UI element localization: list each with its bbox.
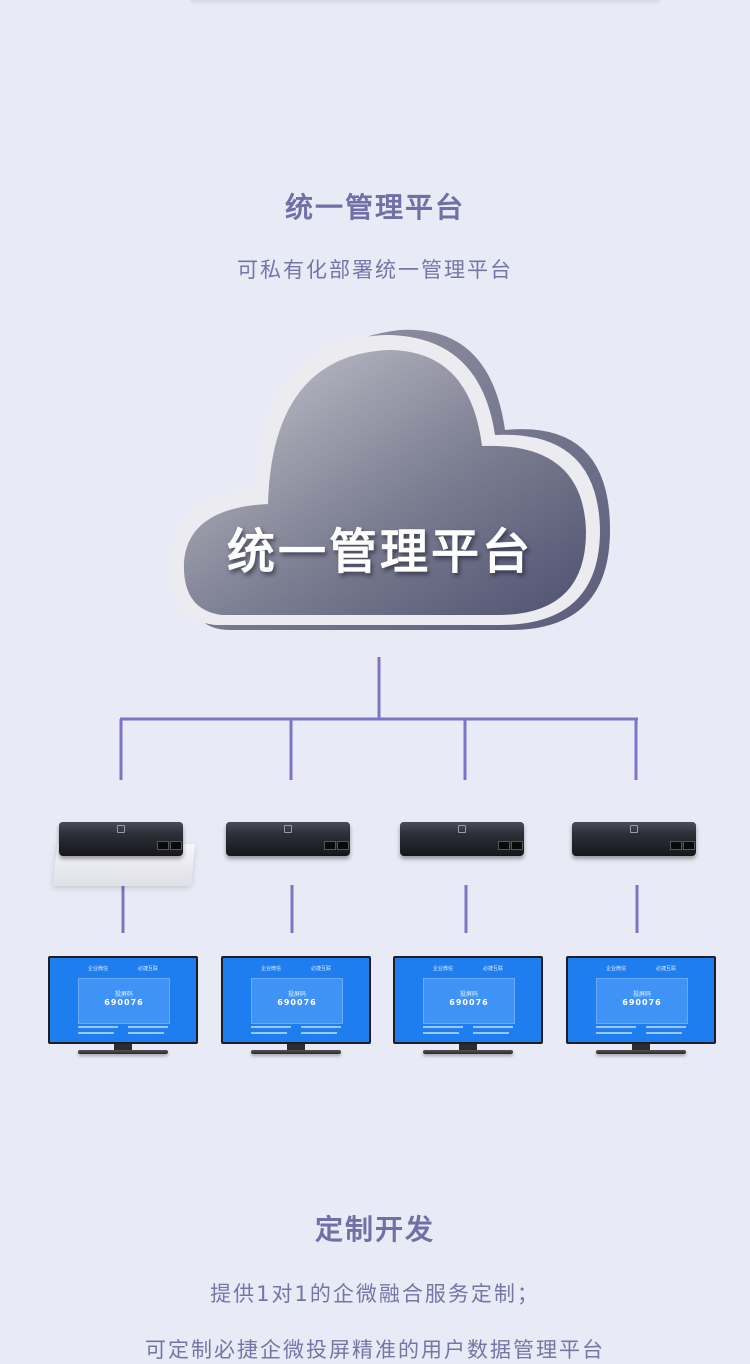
tv-brand-left: 企业微信	[88, 966, 109, 972]
cloud-graphic: 统一管理平台	[160, 320, 620, 640]
set-top-box-4	[568, 822, 708, 882]
tv-screen: 企业微信 必捷互联 投屏码 690076	[50, 958, 196, 1042]
tv-display-3: 企业微信 必捷互联 投屏码 690076	[393, 956, 543, 1058]
section-title-platform: 统一管理平台	[284, 191, 465, 224]
cloud-icon	[169, 329, 610, 630]
set-top-box-icon	[226, 822, 350, 856]
tv-screen-title: 投屏码	[114, 991, 133, 998]
set-top-box-3	[396, 822, 536, 882]
tv-screen-code: 690076	[622, 998, 662, 1007]
set-top-box-2	[222, 822, 362, 882]
tv-screen-code: 690076	[104, 998, 144, 1007]
set-top-box-1	[52, 822, 196, 886]
section-title-custom: 定制开发	[314, 1213, 435, 1246]
tv-brand-left: 企业微信	[433, 966, 454, 972]
tv-brand-left: 企业微信	[606, 966, 627, 972]
tv-brand-right: 必捷互联	[138, 966, 159, 972]
tv-stand	[423, 1050, 513, 1054]
section-subtitle-platform: 可私有化部署统一管理平台	[237, 258, 513, 282]
tv-brand-left: 企业微信	[261, 966, 282, 972]
set-top-box-icon	[400, 822, 524, 856]
connector-tree	[119, 657, 639, 933]
tv-screen-code: 690076	[277, 998, 317, 1007]
tv-screen: 企业微信 必捷互联 投屏码 690076	[395, 958, 541, 1042]
set-top-box-icon	[59, 822, 183, 856]
tv-screen-title: 投屏码	[632, 991, 651, 998]
tv-stand	[596, 1050, 686, 1054]
tv-brand-right: 必捷互联	[656, 966, 677, 972]
tv-screen-title: 投屏码	[459, 991, 478, 998]
top-card-shadow	[190, 0, 660, 6]
tv-display-1: 企业微信 必捷互联 投屏码 690076	[48, 956, 198, 1058]
tv-brand-right: 必捷互联	[311, 966, 332, 972]
tv-brand-right: 必捷互联	[483, 966, 504, 972]
tv-screen-code: 690076	[449, 998, 489, 1007]
tv-screen: 企业微信 必捷互联 投屏码 690076	[223, 958, 369, 1042]
cloud-label: 统一管理平台	[226, 524, 533, 580]
section-custom-line2: 可定制必捷企微投屏精准的用户数据管理平台	[145, 1338, 605, 1362]
tv-display-2: 企业微信 必捷互联 投屏码 690076	[221, 956, 371, 1058]
tv-stand	[251, 1050, 341, 1054]
tv-stand	[78, 1050, 168, 1054]
set-top-box-icon	[572, 822, 696, 856]
tv-display-4: 企业微信 必捷互联 投屏码 690076	[566, 956, 716, 1058]
section-custom-line1: 提供1对1的企微融合服务定制；	[210, 1282, 540, 1306]
tv-screen: 企业微信 必捷互联 投屏码 690076	[568, 958, 714, 1042]
tv-screen-title: 投屏码	[287, 991, 306, 998]
